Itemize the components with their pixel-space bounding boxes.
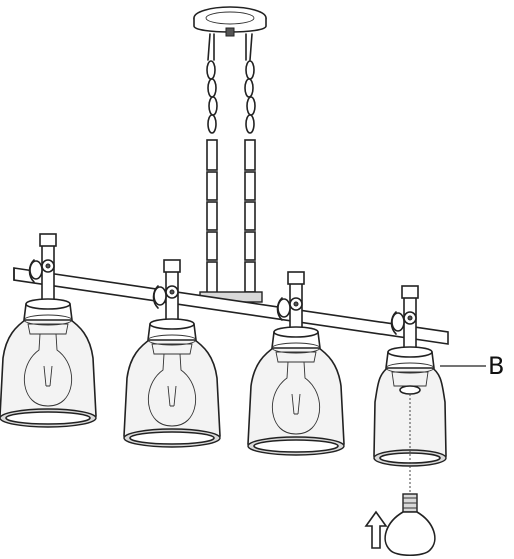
ceiling-canopy: [193, 6, 267, 37]
part-b-label: B: [488, 352, 504, 380]
loose-light-bulb: [384, 493, 436, 557]
pendant-1: [0, 233, 97, 428]
left-chain: [206, 33, 218, 297]
horizontal-bar: [13, 267, 449, 345]
up-arrow-icon: [364, 510, 388, 549]
right-chain: [244, 33, 256, 293]
